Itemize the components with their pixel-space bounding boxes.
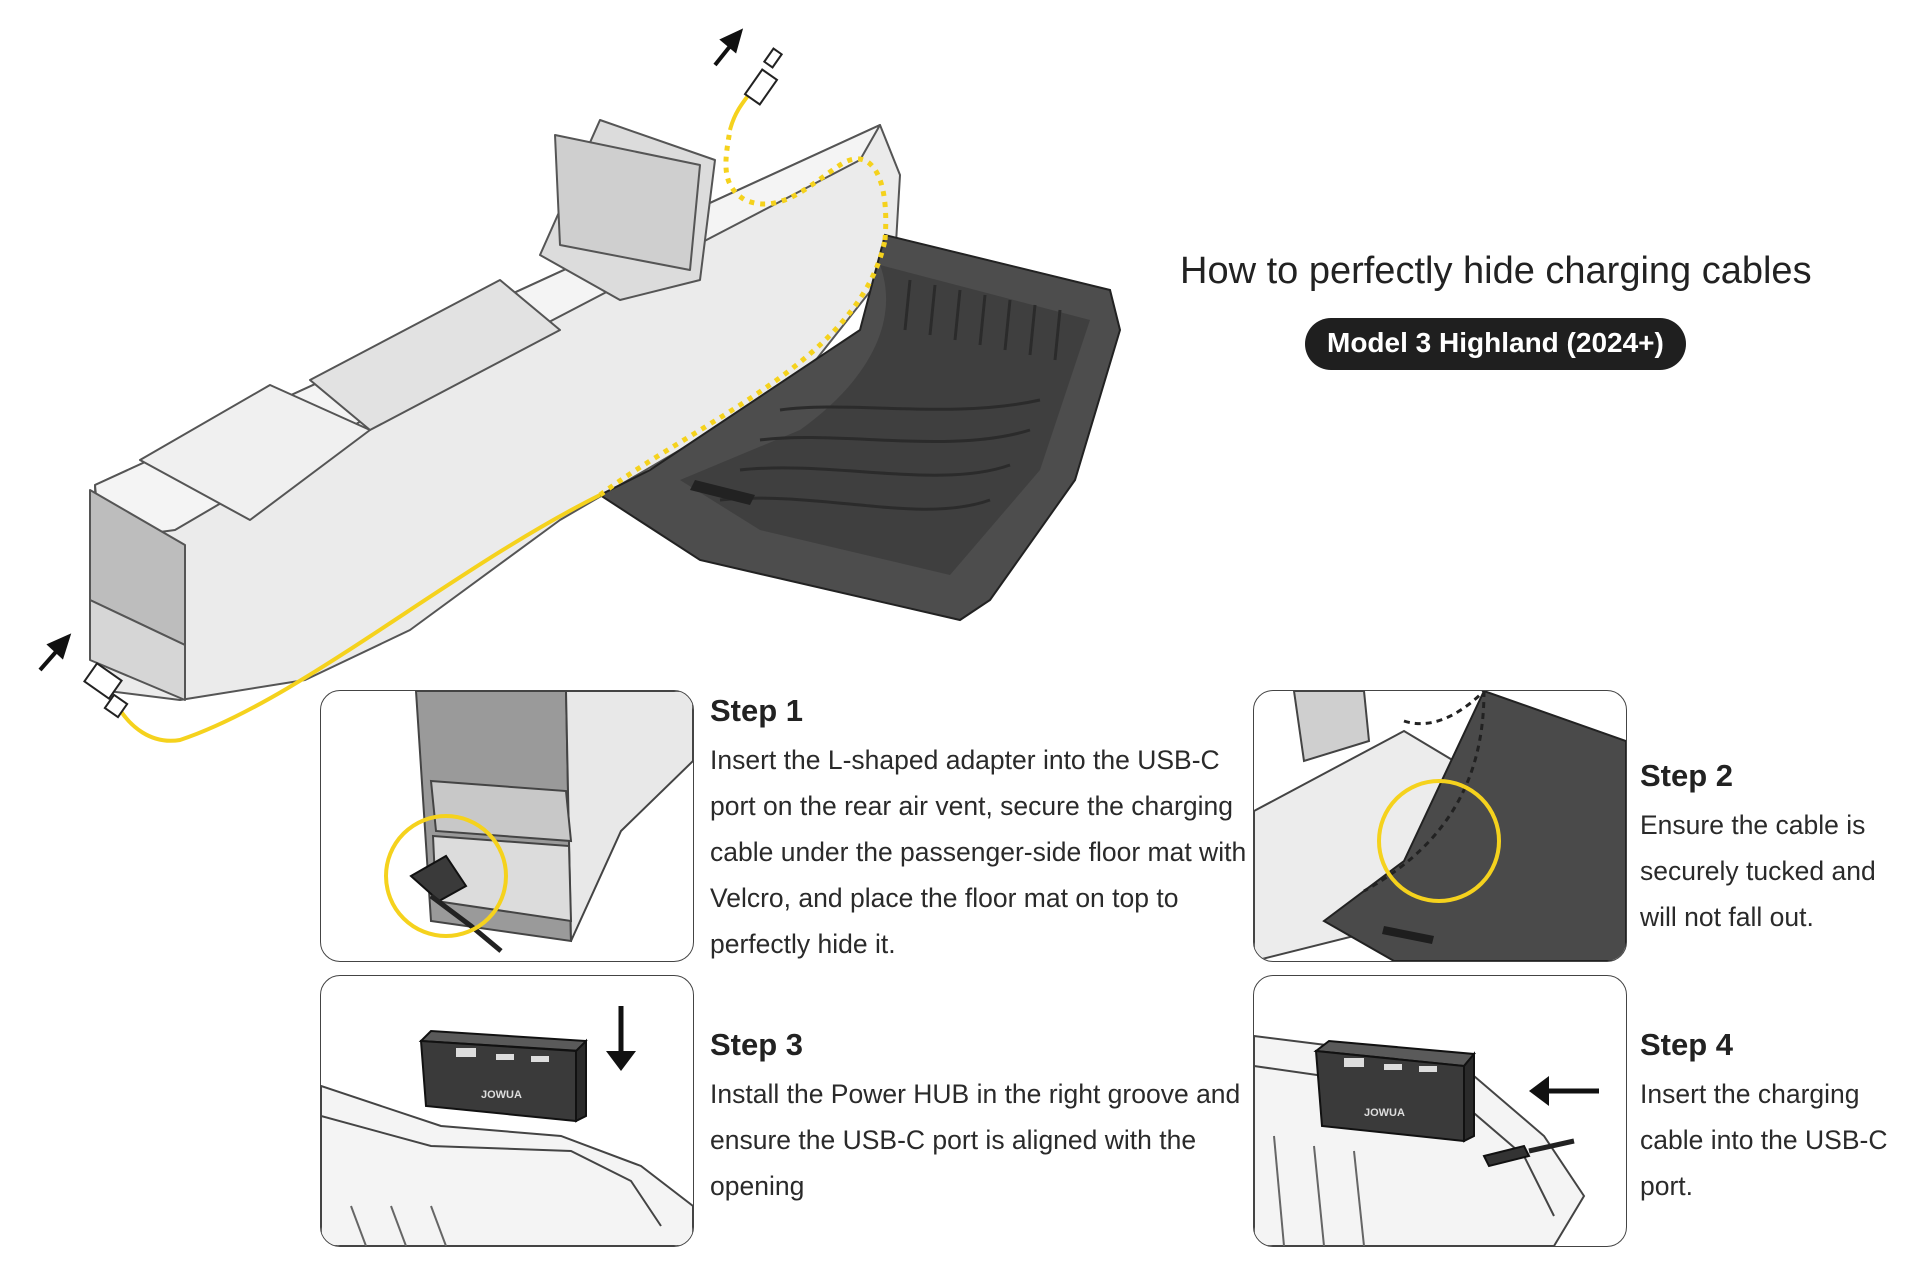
hero-illustration: [38, 28, 1122, 743]
model-badge: Model 3 Highland (2024+): [1305, 318, 1686, 370]
hub-logo: JOWUA: [1364, 1107, 1405, 1119]
page-title: How to perfectly hide charging cables: [1180, 250, 1812, 292]
step-2-title: Step 2: [1640, 758, 1734, 793]
step-2-text: Ensure the cable is securely tucked and …: [1640, 810, 1876, 932]
arrow-down-icon: [606, 1006, 636, 1071]
step-1-image: [320, 690, 694, 962]
step-4: Step 4 Insert the charging cable into th…: [1640, 1027, 1900, 1209]
step-1-text: Insert the L-shaped adapter into the USB…: [710, 745, 1247, 959]
step-2: Step 2 Ensure the cable is securely tuck…: [1640, 758, 1900, 940]
step-3-image: JOWUA: [320, 975, 694, 1247]
step-4-image: JOWUA: [1253, 975, 1627, 1247]
arrow-left-icon: [1529, 1076, 1599, 1106]
usb-c-connector-icon: [743, 47, 784, 106]
step-1: Step 1 Insert the L-shaped adapter into …: [710, 693, 1250, 967]
step-3-title: Step 3: [710, 1027, 804, 1062]
center-console: [89, 119, 901, 701]
step-1-title: Step 1: [710, 693, 804, 728]
step-3-text: Install the Power HUB in the right groov…: [710, 1079, 1241, 1201]
step-3: Step 3 Install the Power HUB in the righ…: [710, 1027, 1250, 1209]
floor-mat: [597, 233, 1122, 622]
arrow-up-right-icon: [38, 633, 72, 672]
hub-logo: JOWUA: [481, 1089, 522, 1101]
l-shaped-adapter-icon: [83, 661, 129, 719]
step-4-text: Insert the charging cable into the USB-C…: [1640, 1079, 1888, 1201]
step-2-image: [1253, 690, 1627, 962]
step-4-title: Step 4: [1640, 1027, 1734, 1062]
arrow-up-right-icon: [713, 28, 744, 67]
